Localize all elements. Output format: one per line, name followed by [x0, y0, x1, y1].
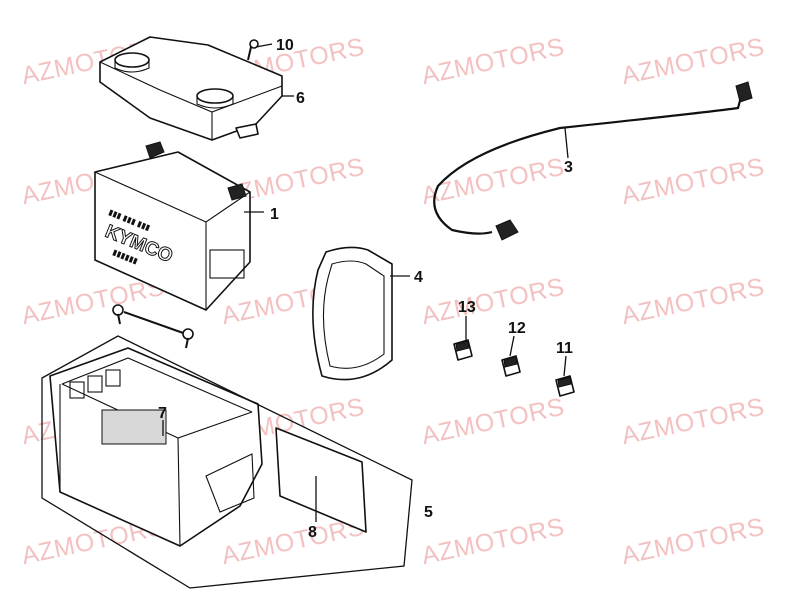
callout-battery: 1: [270, 206, 279, 223]
battery-cover: [99, 36, 283, 141]
callout-sheet: 8: [308, 524, 317, 541]
callout-battery-box: 5: [424, 504, 433, 521]
fuse-11: [555, 375, 575, 397]
callout-fuse-13: 13: [458, 299, 476, 316]
battery: KYMCO ▮▮▮ ▮▮▮ ▮▮▮ ▮▮▮▮▮▮: [94, 141, 251, 311]
callout-cable: 3: [564, 159, 573, 176]
watermark: AZMOTORS: [419, 513, 567, 571]
callout-screw: 10: [276, 37, 294, 54]
leader-lines: [162, 43, 569, 522]
callout-fuse-11: 11: [556, 340, 573, 357]
callout-fuse-12: 12: [508, 320, 526, 337]
watermark: AZMOTORS: [619, 33, 767, 91]
watermark: AZMOTORS: [419, 393, 567, 451]
sheet-part: [275, 427, 367, 533]
fuse-13: [453, 339, 473, 361]
watermark: AZMOTORS: [619, 393, 767, 451]
callout-labels: 10 6 1 3 4 7 5 8 13 12 11: [158, 37, 573, 541]
callout-battery-cover: 6: [296, 90, 305, 107]
watermark: AZMOTORS: [619, 513, 767, 571]
watermark: AZMOTORS: [619, 153, 767, 211]
fuse-12: [501, 355, 521, 377]
seal-ring: [312, 246, 393, 381]
watermark: AZMOTORS: [619, 273, 767, 331]
watermark: AZMOTORS: [419, 273, 567, 331]
battery-box: [41, 335, 413, 589]
cable-part: [433, 81, 753, 241]
screw-part: [247, 39, 259, 61]
callout-seal: 4: [414, 269, 423, 286]
watermark: AZMOTORS: [419, 33, 567, 91]
pad-part: [101, 409, 167, 445]
battery-strap: [112, 304, 194, 349]
callout-pad: 7: [158, 405, 167, 422]
